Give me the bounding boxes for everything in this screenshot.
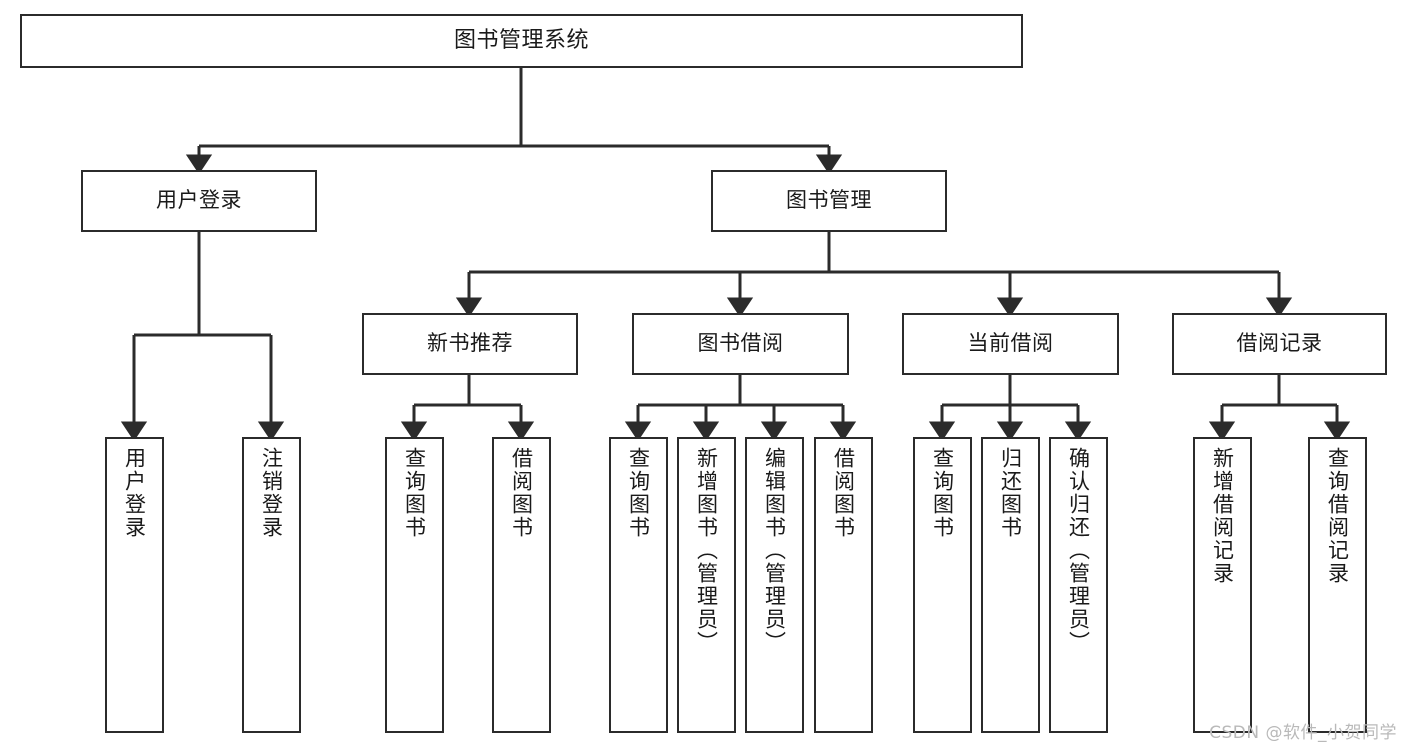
leaf-new-book-borrow-book[interactable]: 借阅图书 [492, 437, 551, 733]
node-book-borrow[interactable]: 图书借阅 [632, 313, 849, 375]
node-root-book-management-system[interactable]: 图书管理系统 [20, 14, 1023, 68]
leaf-current-borrow-query-book[interactable]: 查询图书 [913, 437, 972, 733]
node-label: 查询图书 [930, 447, 955, 539]
node-label: 确认归还（管理员） [1066, 447, 1091, 654]
leaf-user-login-logout[interactable]: 注销登录 [242, 437, 301, 733]
watermark-csdn: CSDN @软件_小贺同学 [1209, 723, 1397, 743]
leaf-borrow-records-query-record[interactable]: 查询借阅记录 [1308, 437, 1367, 733]
node-label: 当前借阅 [967, 331, 1054, 356]
node-book-management[interactable]: 图书管理 [711, 170, 947, 232]
leaf-borrow-records-add-record[interactable]: 新增借阅记录 [1193, 437, 1252, 733]
node-label: 新书推荐 [427, 331, 513, 356]
leaf-book-borrow-borrow-book[interactable]: 借阅图书 [814, 437, 873, 733]
node-user-login[interactable]: 用户登录 [81, 170, 317, 232]
node-label: 图书借阅 [697, 331, 784, 356]
node-label: 借阅记录 [1236, 331, 1323, 356]
leaf-user-login-login[interactable]: 用户登录 [105, 437, 164, 733]
node-new-book-recommend[interactable]: 新书推荐 [362, 313, 578, 375]
node-label: 新增借阅记录 [1210, 447, 1235, 585]
leaf-current-borrow-return-book[interactable]: 归还图书 [981, 437, 1040, 733]
leaf-current-borrow-confirm-return-admin[interactable]: 确认归还（管理员） [1049, 437, 1108, 733]
node-label: 查询借阅记录 [1325, 447, 1350, 585]
node-label: 图书管理 [786, 188, 872, 213]
node-label: 图书管理系统 [453, 28, 589, 54]
node-label: 注销登录 [259, 447, 284, 539]
leaf-book-borrow-edit-book-admin[interactable]: 编辑图书（管理员） [745, 437, 804, 733]
node-label: 归还图书 [998, 447, 1023, 539]
node-label: 借阅图书 [831, 447, 856, 539]
node-label: 查询图书 [626, 447, 651, 539]
node-borrow-records[interactable]: 借阅记录 [1172, 313, 1387, 375]
node-label: 用户登录 [156, 188, 242, 213]
node-label: 编辑图书（管理员） [762, 447, 787, 654]
node-label: 用户登录 [122, 447, 147, 539]
leaf-book-borrow-add-book-admin[interactable]: 新增图书（管理员） [677, 437, 736, 733]
node-label: 借阅图书 [509, 447, 534, 539]
leaf-new-book-query-book[interactable]: 查询图书 [385, 437, 444, 733]
leaf-book-borrow-query-book[interactable]: 查询图书 [609, 437, 668, 733]
node-label: 新增图书（管理员） [694, 447, 719, 654]
node-label: 查询图书 [402, 447, 427, 539]
node-current-borrow[interactable]: 当前借阅 [902, 313, 1119, 375]
